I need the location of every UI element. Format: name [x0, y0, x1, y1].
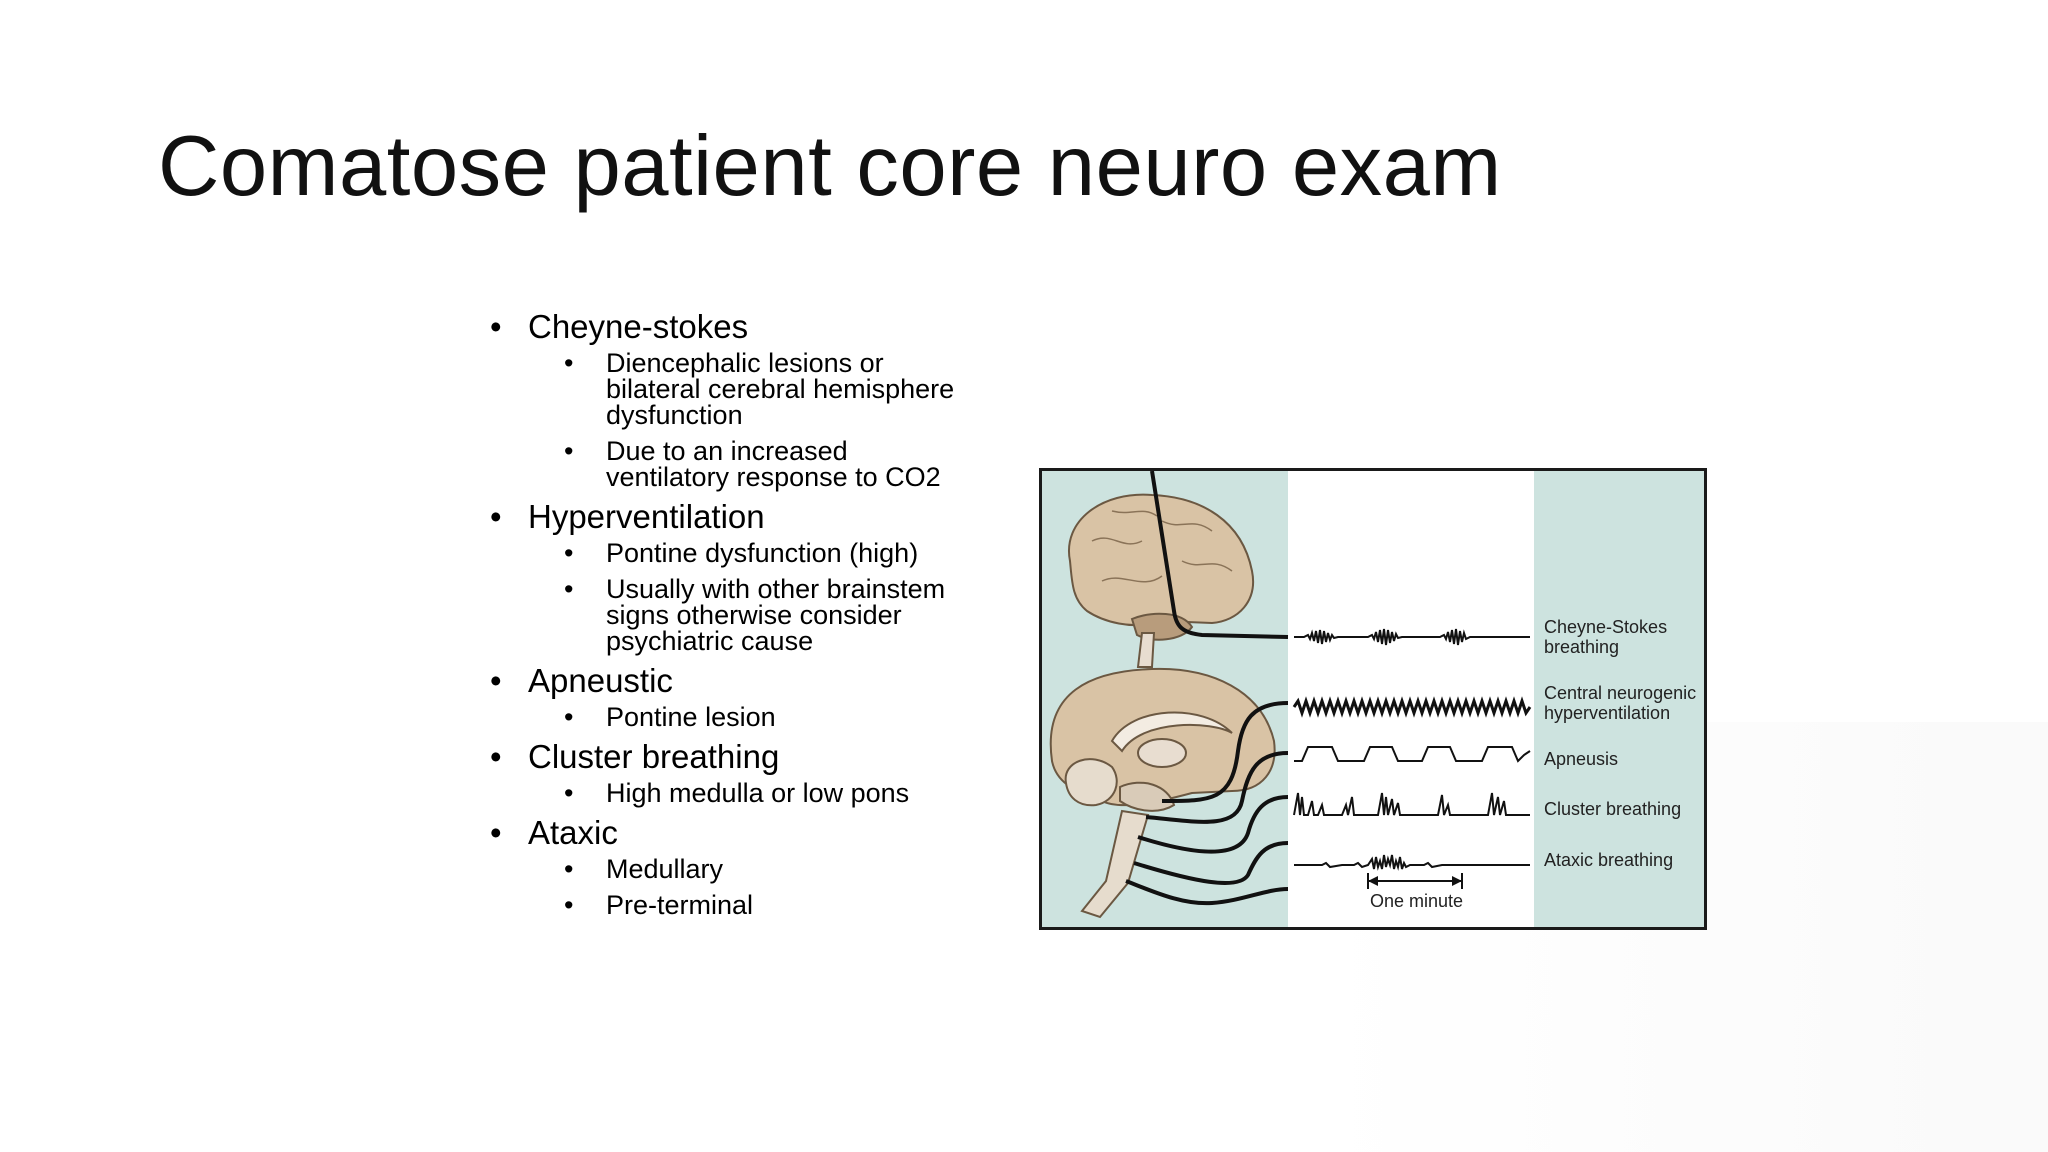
sub-bullet: Pontine lesion: [490, 704, 1050, 731]
bullet-list: Cheyne-stokes Diencephalic lesions or bi…: [490, 308, 1050, 919]
bullet-text: Hyperventilation: [528, 498, 765, 535]
bullet-text: Cheyne-stokes: [528, 308, 749, 345]
brain-sagittal-illustration: [1049, 667, 1276, 919]
slide-title: Comatose patient core neuro exam: [158, 119, 1502, 214]
scale-label: One minute: [1370, 891, 1464, 911]
sub-bullet: High medulla or low pons: [490, 780, 1050, 807]
sub-bullet-list: Pontine lesion: [528, 704, 1050, 731]
bullet-text: Apneustic: [528, 662, 673, 699]
trace-panel: [1288, 471, 1534, 927]
sub-bullet-list: Diencephalic lesions or bilateral cerebr…: [528, 350, 1050, 491]
bullet-cheyne-stokes: Cheyne-stokes Diencephalic lesions or bi…: [490, 308, 1050, 491]
bullet-cluster-breathing: Cluster breathing High medulla or low po…: [490, 738, 1050, 807]
sub-bullet: Medullary: [490, 856, 1050, 883]
figure-illustration: [1042, 471, 1704, 927]
sub-bullet: Pre-terminal: [490, 892, 1050, 919]
bullet-apneustic: Apneustic Pontine lesion: [490, 662, 1050, 731]
sub-bullet-list: Medullary Pre-terminal: [528, 856, 1050, 919]
bullet-text: Ataxic: [528, 814, 618, 851]
trace-central-neurogenic-hyperventilation: [1292, 696, 1532, 718]
label-ataxic-breathing: Ataxic breathing: [1544, 850, 1674, 870]
label-central-neurogenic-hyperventilation: Central neurogenic hyperventilation: [1544, 683, 1697, 723]
brain-lateral-illustration: [1067, 493, 1255, 668]
trace-cheyne-stokes: [1294, 628, 1530, 646]
bullet-ataxic: Ataxic Medullary Pre-terminal: [490, 814, 1050, 919]
one-minute-scale-bar: [1367, 873, 1463, 889]
label-cheyne-stokes: Cheyne-Stokes breathing: [1544, 617, 1668, 657]
sub-bullet-list: High medulla or low pons: [528, 780, 1050, 807]
sub-bullet: Pontine dysfunction (high): [490, 540, 1050, 567]
sub-bullet: Diencephalic lesions or bilateral cerebr…: [490, 350, 966, 429]
label-cluster-breathing: Cluster breathing: [1544, 799, 1682, 819]
bullet-hyperventilation: Hyperventilation Pontine dysfunction (hi…: [490, 498, 1050, 655]
sub-bullet: Usually with other brainstem signs other…: [490, 576, 946, 655]
sub-bullet: Due to an increased ventilatory response…: [490, 438, 946, 491]
breathing-patterns-figure: Cheyne-Stokes breathing Central neurogen…: [1039, 468, 1707, 930]
right-panel: [1534, 471, 1704, 927]
label-apneusis: Apneusis: [1544, 749, 1619, 769]
trace-cluster-breathing: [1293, 792, 1530, 816]
sub-bullet-list: Pontine dysfunction (high) Usually with …: [528, 540, 1050, 655]
trace-ataxic-breathing: [1294, 854, 1530, 871]
bullet-text: Cluster breathing: [528, 738, 780, 775]
trace-apneusis: [1294, 746, 1531, 763]
